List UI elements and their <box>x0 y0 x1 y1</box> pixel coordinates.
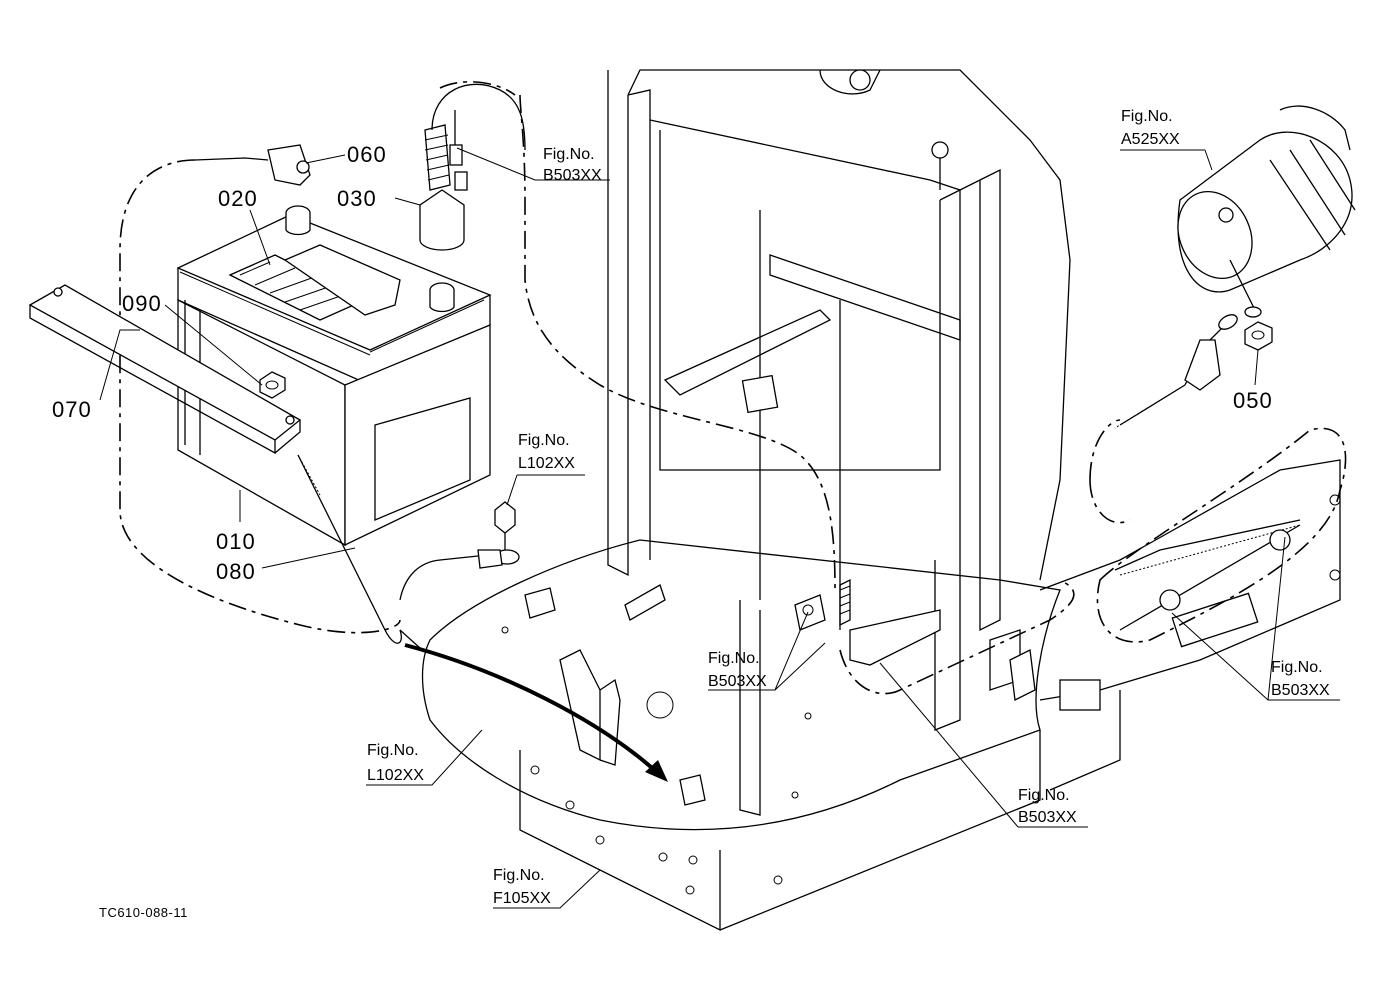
svg-text:B503XX: B503XX <box>1271 682 1330 699</box>
fig-ref-b503-top: Fig.No. B503XX <box>543 146 602 184</box>
nut-050-illustration <box>1244 321 1273 351</box>
j-bolt-080-illustration <box>297 454 421 649</box>
svg-text:Fig.No.: Fig.No. <box>543 146 595 163</box>
svg-text:L102XX: L102XX <box>367 767 424 784</box>
fig-ref-a525: Fig.No. A525XX <box>1121 108 1180 148</box>
svg-text:B503XX: B503XX <box>543 167 602 184</box>
part-label-010: 010 <box>216 529 256 554</box>
svg-text:Fig.No.: Fig.No. <box>1271 659 1323 676</box>
cable-route-arrow <box>404 643 668 782</box>
negative-cable-060-illustration <box>119 144 401 634</box>
svg-text:A525XX: A525XX <box>1121 131 1180 148</box>
fig-ref-l102-mid: Fig.No. L102XX <box>518 432 575 472</box>
drawing-id: TC610-088-11 <box>99 905 188 920</box>
svg-text:Fig.No.: Fig.No. <box>1018 787 1070 804</box>
part-label-060: 060 <box>347 142 387 167</box>
svg-text:B503XX: B503XX <box>708 673 767 690</box>
ground-cable-illustration <box>399 501 520 601</box>
figure-reference-labels: Fig.No. B503XX Fig.No. A525XX Fig.No. L1… <box>367 108 1330 907</box>
fig-ref-b503-low: Fig.No. B503XX <box>1018 787 1077 826</box>
part-label-080: 080 <box>216 559 256 584</box>
battery-illustration <box>176 205 492 547</box>
part-number-labels: 060 020 030 090 070 010 080 050 <box>52 142 1273 584</box>
part-label-070: 070 <box>52 397 92 422</box>
svg-text:F105XX: F105XX <box>493 890 551 907</box>
svg-text:Fig.No.: Fig.No. <box>1121 108 1173 125</box>
part-label-050: 050 <box>1233 388 1273 413</box>
machine-frame <box>421 69 1347 932</box>
svg-text:Fig.No.: Fig.No. <box>518 432 570 449</box>
svg-text:Fig.No.: Fig.No. <box>493 867 545 884</box>
starter-cable-illustration <box>1114 314 1301 631</box>
fig-ref-f105: Fig.No. F105XX <box>493 867 551 907</box>
cable-route-dashed <box>439 81 836 591</box>
nut-090-illustration <box>259 371 286 399</box>
svg-text:Fig.No.: Fig.No. <box>367 742 419 759</box>
fig-ref-l102-low: Fig.No. L102XX <box>367 742 424 784</box>
leader-lines <box>99 147 1340 909</box>
part-label-020: 020 <box>218 186 258 211</box>
part-label-030: 030 <box>337 186 377 211</box>
fig-ref-b503-right: Fig.No. B503XX <box>1271 659 1330 699</box>
svg-text:B503XX: B503XX <box>1018 809 1077 826</box>
positive-cable-030-illustration <box>419 83 526 251</box>
part-label-090: 090 <box>122 291 162 316</box>
starter-motor-illustration <box>1177 105 1356 318</box>
svg-text:Fig.No.: Fig.No. <box>708 650 760 667</box>
svg-text:L102XX: L102XX <box>518 455 575 472</box>
terminal-bracket-illustration <box>794 578 941 666</box>
hold-down-bar-070-illustration <box>28 284 302 455</box>
fig-ref-b503-mid: Fig.No. B503XX <box>708 650 767 690</box>
